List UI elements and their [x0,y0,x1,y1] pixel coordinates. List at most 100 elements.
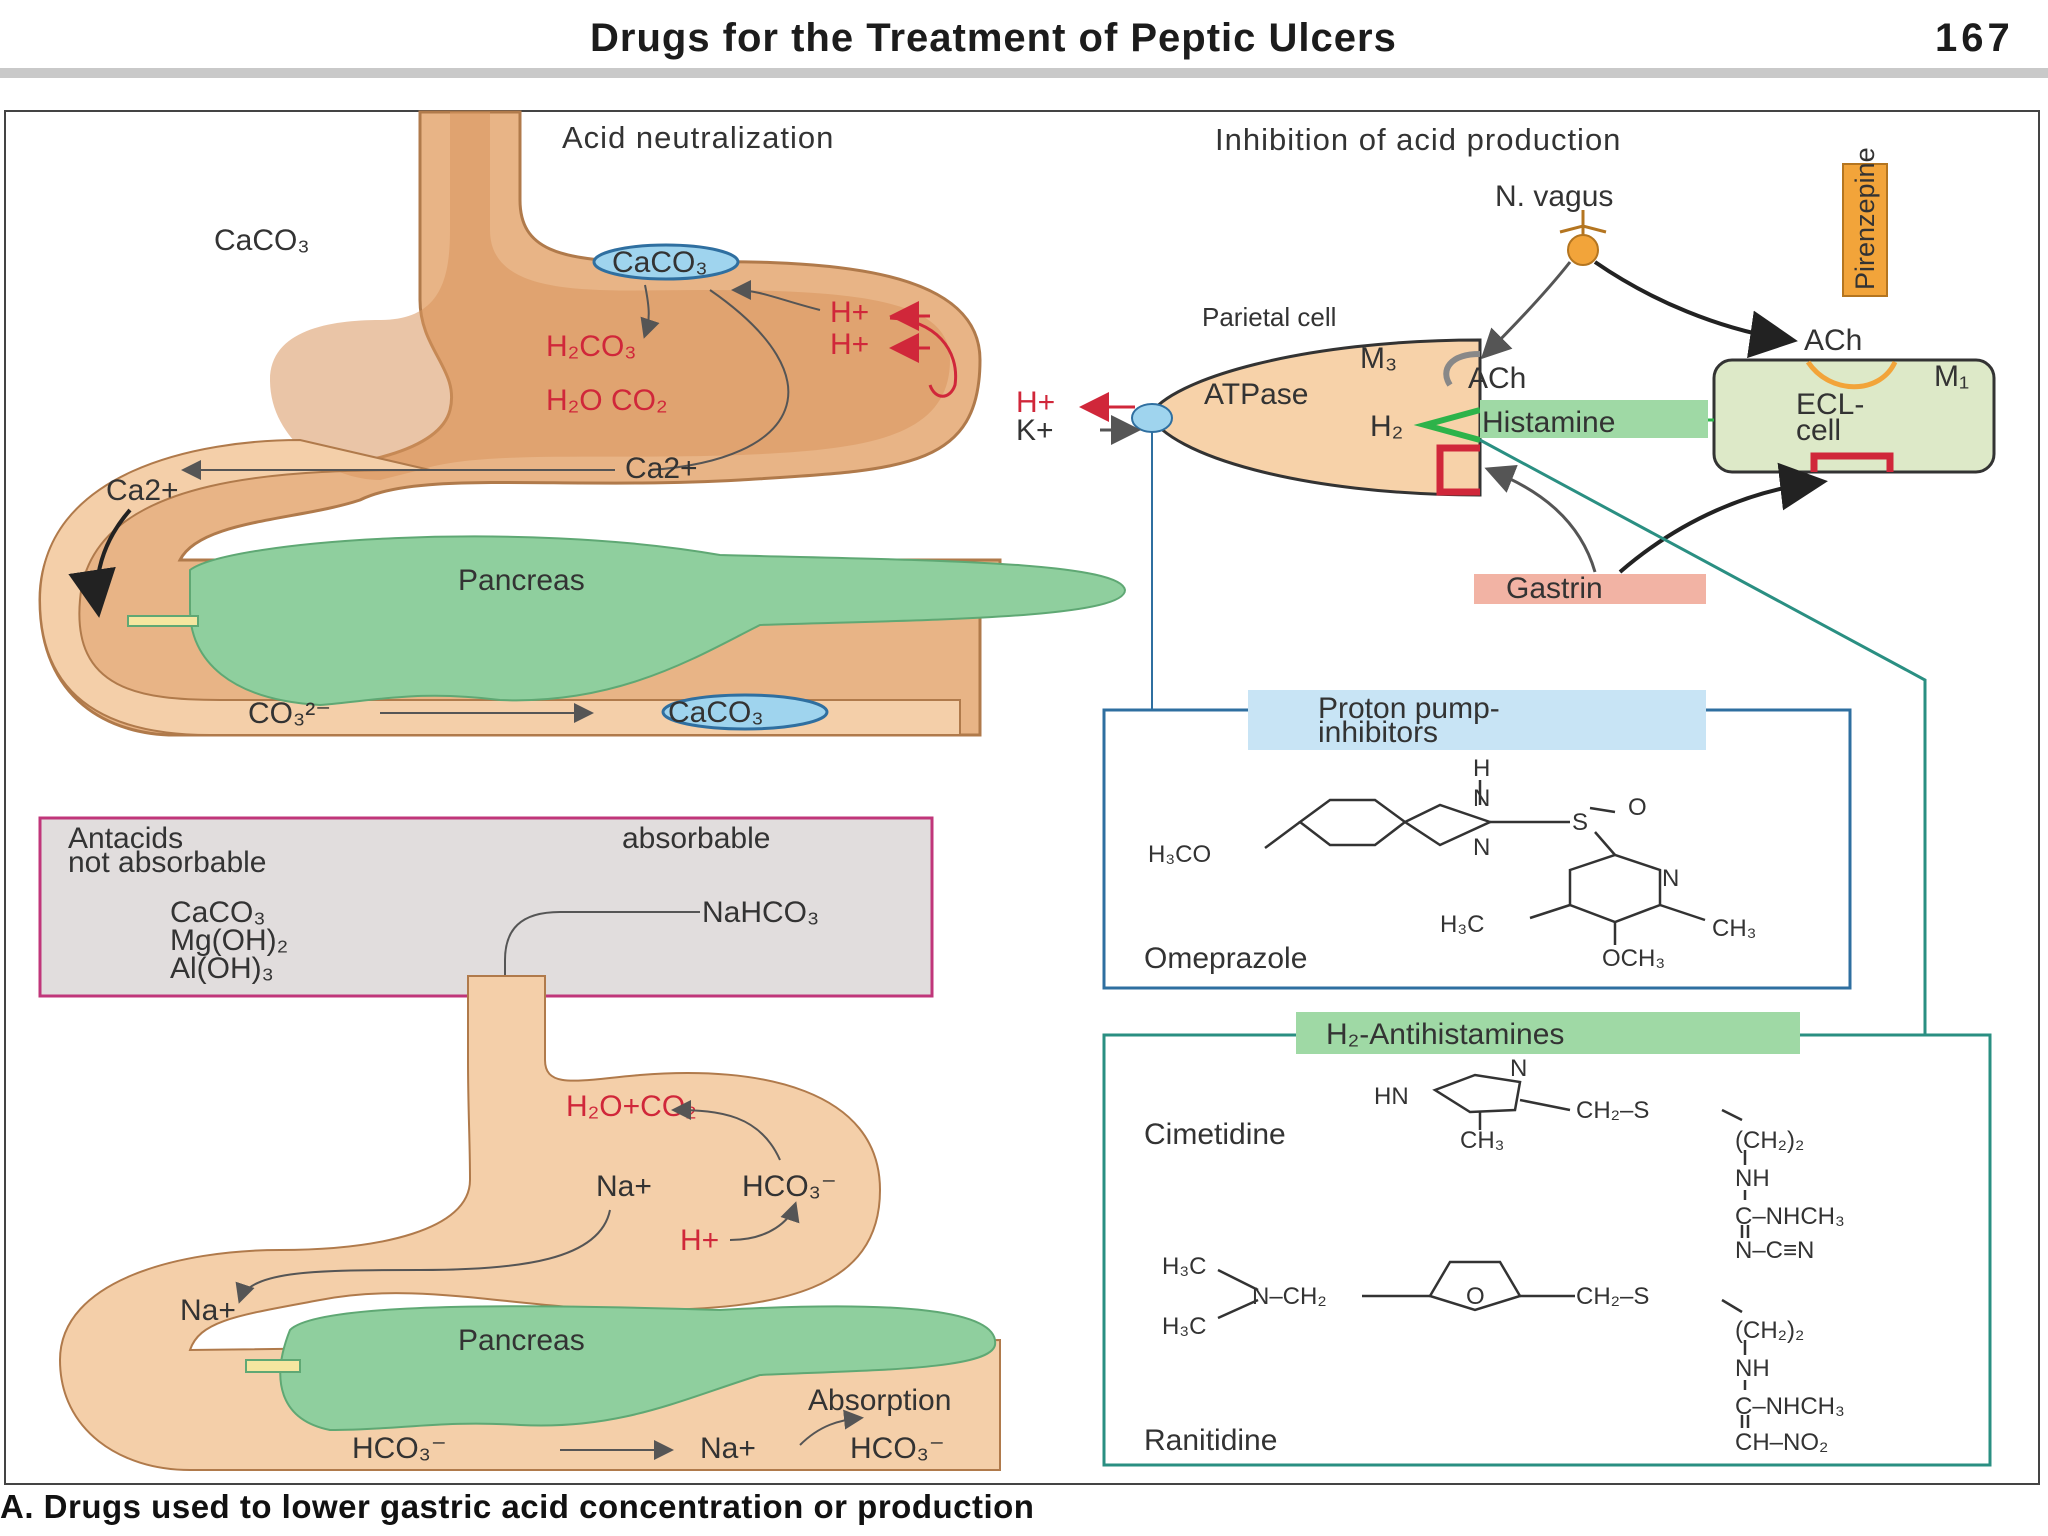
bicarbonate-panel: H₂O+CO₂ Na+ HCO₃⁻ H+ Na+ Pancreas Absorp… [58,975,1001,1471]
ran-atom-o: O [1466,1283,1485,1310]
pancreas-top [189,535,1127,707]
vagus-to-ecl-arrow [1593,260,1798,359]
ppi-atom-ch3: CH₃ [1712,915,1756,942]
cim-atom-ch2s: CH₂–S [1576,1097,1649,1124]
caco3-intestine-label: CaCO₃ [668,696,764,729]
h-plus-bottom-arrow [729,1201,800,1241]
antacid-caco3: CaCO₃ [170,896,266,929]
pirenzepine-box [1842,163,1888,297]
vagus-fiber [1559,210,1607,235]
nahco3-arrow [495,911,700,1039]
co2-release-arrow [671,1100,781,1161]
h2-antihistamines-title: H₂-Antihistamines [1326,1018,1564,1051]
cim-atom-n: N [1510,1055,1527,1082]
ranitidine-structure [1217,1260,1750,1428]
h2o-co2-bottom: H₂O+CO₂ [566,1090,697,1123]
histamine-label: Histamine [1482,406,1615,439]
running-title: Drugs for the Treatment of Peptic Ulcers [590,16,1397,60]
ppi-atom-o: O [1628,794,1647,821]
ppi-atom-h3co: H₃CO [1148,841,1211,868]
absorption-arrow [799,1409,864,1446]
proton-pump [1131,403,1173,433]
ran-atom-h3c-top: H₃C [1162,1253,1206,1280]
ecl-cell [1712,358,1996,474]
gastrin-label: Gastrin [1506,572,1603,605]
ppi-box: Proton pump- inhibitors H N N S O H₃CO N… [1102,690,1852,990]
duodenum-down-arrow [68,508,132,618]
h-plus-2: H+ [830,328,869,361]
ach-parietal-label: ACh [1468,362,1526,395]
ppi-atom-och3: OCH₃ [1602,945,1665,972]
na-duodenum-label: Na+ [180,1294,236,1327]
h-plus-1: H+ [830,296,869,329]
h2-receptor-label: H₂ [1370,410,1403,443]
caco3-stomach-label: CaCO₃ [612,246,708,279]
na-bottom-label: Na+ [700,1432,756,1465]
pancreatic-duct-top [127,615,199,627]
h-plus-bottom: H+ [680,1224,719,1257]
not-absorbable-line2: not absorbable [68,846,267,879]
vagus-terminal [1567,234,1599,266]
caco3-stomach-ion [592,243,740,281]
ach-ecl-label: ACh [1804,324,1862,357]
reaction-arrow [640,284,660,339]
vagus-to-parietal-arrow [1480,261,1572,360]
histamine-box [1480,400,1708,438]
gastrin-to-parietal-arrow [1484,464,1597,573]
co3-label: CO₃²⁻ [248,697,331,730]
cim-atom-nh: NH [1735,1165,1770,1192]
m1-label: M₁ [1934,360,1969,393]
ran-atom-n: N–CH₂ [1252,1283,1327,1310]
header-rule [0,68,2048,78]
antacid-nahco3: NaHCO₃ [702,896,819,929]
hco3-bottom-1: HCO₃⁻ [352,1432,447,1465]
omeprazole-structure [1264,780,1706,945]
hco3-stomach-label: HCO₃⁻ [742,1170,837,1203]
ran-atom-nh: NH [1735,1355,1770,1382]
caco3-oral-label: CaCO₃ [214,224,310,257]
vagus-label: N. vagus [1495,180,1613,213]
gastrin-box [1474,574,1706,604]
pancreas-bottom [279,1305,997,1432]
inhibition-panel: Inhibition of acid production N. vagus P… [1016,122,1996,1035]
cim-atom-hn: HN [1374,1083,1409,1110]
cim-atom-ch22: (CH₂)₂ [1735,1127,1804,1154]
page-number: 167 [1935,16,2014,60]
not-absorbable-line1: Antacids [68,822,183,855]
ppi-title-line1: Proton pump- [1318,692,1500,725]
ranitidine-label: Ranitidine [1144,1424,1277,1457]
h2-connector [1479,438,1927,1035]
cimetidine-label: Cimetidine [1144,1118,1286,1151]
ran-atom-ch-no2: CH–NO₂ [1735,1429,1828,1456]
cim-atom-ch3: CH₃ [1460,1127,1504,1154]
inhibition-title: Inhibition of acid production [1215,122,1621,157]
stomach-lumen [270,112,950,480]
ran-atom-h3c-bot: H₃C [1162,1313,1206,1340]
hco3-bottom-2: HCO₃⁻ [850,1432,945,1465]
na-flow-arrow [235,1209,611,1304]
h2o-co2-label: H₂O CO₂ [546,384,668,417]
caco3-intestine-ion [661,693,829,731]
ppi-atom-n-pyr: N [1662,865,1679,892]
ca2-duodenum-label: Ca2+ [106,474,179,507]
return-arrow [731,280,821,311]
na-stomach-label: Na+ [596,1170,652,1203]
ppi-atom-h: H [1473,755,1490,782]
h2co3-label: H₂CO₃ [546,330,637,363]
ppi-atom-n2: N [1473,834,1490,861]
duodenum [38,438,961,736]
pancreas-top-label: Pancreas [458,564,585,597]
ecl-line1: ECL- [1796,388,1864,421]
parietal-cell-label: Parietal cell [1202,302,1336,332]
cim-atom-c-nhch3: C–NHCH₃ [1735,1203,1845,1230]
ppi-atom-s: S [1572,809,1588,836]
antacid-aloh3: Al(OH)₃ [170,952,274,985]
parietal-cell [1148,338,1482,497]
m3-receptor [1443,351,1481,387]
gastrin-to-ecl-arrow [1618,462,1828,574]
figure-caption: A. Drugs used to lower gastric acid conc… [0,1488,1035,1525]
pancreatic-duct-bottom [245,1359,301,1373]
pancreas-bottom-label: Pancreas [458,1324,585,1357]
gastrin-receptor-parietal [1436,444,1480,496]
